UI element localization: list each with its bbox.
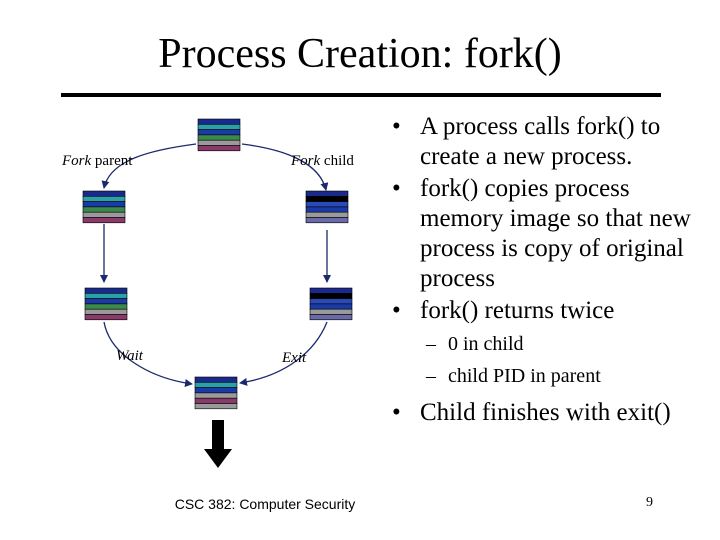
memory-row	[84, 314, 128, 321]
sub-bullet-item: –child PID in parent	[426, 365, 601, 387]
memory-row	[194, 387, 238, 394]
label-exit: Exit	[282, 350, 307, 366]
arc-top-left	[101, 143, 197, 189]
bullet-item: •fork() returns twice	[392, 297, 615, 324]
memory-row	[194, 376, 238, 383]
memory-row	[197, 118, 241, 125]
memory-row	[194, 381, 238, 388]
process-block-original	[197, 118, 241, 152]
memory-row	[309, 287, 353, 294]
memory-row	[309, 314, 353, 321]
memory-row	[309, 292, 353, 299]
memory-row	[197, 124, 241, 130]
memory-row	[197, 129, 241, 136]
memory-row	[194, 397, 238, 404]
bullet-item: •fork() copies process memory image so t…	[392, 175, 691, 292]
memory-row	[82, 217, 126, 224]
memory-row	[197, 139, 241, 146]
memory-row	[84, 298, 128, 305]
memory-row	[309, 298, 353, 305]
memory-row	[305, 196, 349, 202]
page-number: 9	[646, 495, 653, 510]
memory-row	[305, 206, 349, 213]
memory-row	[84, 292, 128, 299]
label-wait: Wait	[116, 348, 143, 364]
memory-row	[309, 303, 353, 310]
memory-row	[84, 308, 128, 315]
bullet-item: •Child finishes with exit()	[392, 399, 671, 426]
arc-exit	[239, 321, 328, 386]
memory-row	[82, 196, 126, 202]
title-underline	[61, 93, 661, 97]
memory-row	[82, 190, 126, 197]
memory-row	[82, 206, 126, 213]
sub-bullet-item: –0 in child	[426, 333, 524, 355]
bullet-item: •A process calls fork() to create a new …	[392, 113, 661, 170]
memory-row	[84, 303, 128, 310]
process-block-parent-after	[84, 287, 128, 321]
slide-title: Process Creation: fork()	[158, 31, 562, 77]
memory-row	[194, 392, 238, 399]
memory-row	[84, 287, 128, 294]
memory-row	[305, 201, 349, 208]
process-block-child-after	[309, 287, 353, 321]
process-block-parent	[82, 190, 126, 224]
memory-row	[197, 145, 241, 152]
label-fork-child: Fork child	[291, 153, 354, 169]
memory-row	[305, 217, 349, 224]
memory-row	[194, 403, 238, 410]
down-arrow-icon	[204, 420, 232, 468]
bullet-list: •A process calls fork() to create a new …	[392, 112, 712, 430]
arc-top-right	[241, 143, 329, 191]
memory-row	[197, 134, 241, 141]
memory-row	[305, 190, 349, 197]
memory-row	[82, 211, 126, 218]
memory-row	[305, 211, 349, 218]
memory-row	[82, 201, 126, 208]
footer-course: CSC 382: Computer Security	[174, 496, 356, 512]
process-block-final	[194, 376, 238, 410]
memory-row	[309, 308, 353, 315]
arc-wait	[103, 321, 193, 387]
process-block-child	[305, 190, 349, 224]
label-fork-parent: Fork parent	[62, 153, 133, 169]
